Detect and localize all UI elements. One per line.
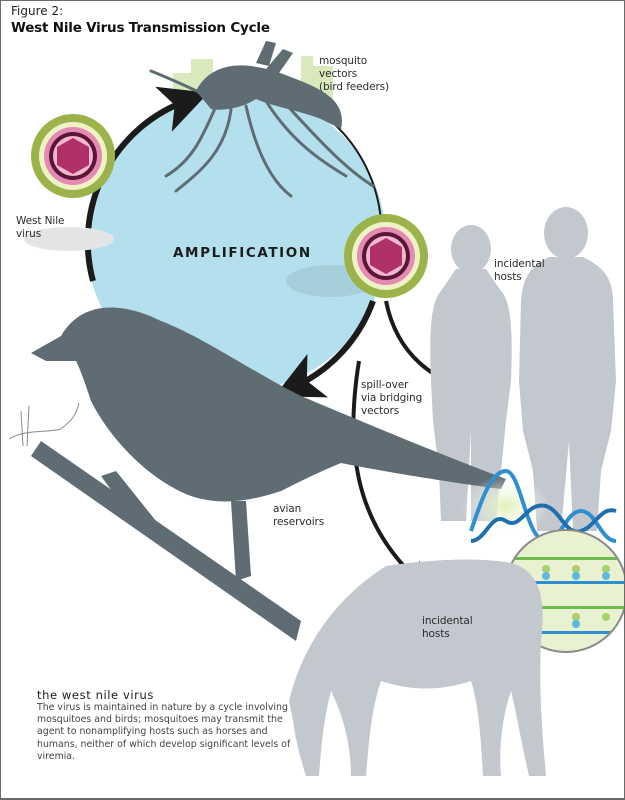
spillover-label: spill-over via bridging vectors [361, 379, 423, 417]
horse-incidental-hosts-label: incidental hosts [422, 615, 473, 640]
spillover-arrow-horse [351, 360, 433, 594]
amplification-circle [86, 91, 386, 391]
mosquito-vectors-label: mosquito vectors (bird feeders) [319, 55, 390, 93]
human-incidental-hosts-label: incidental hosts [494, 258, 545, 283]
mosquito-icon [149, 41, 375, 198]
amplification-label: AMPLIFICATION [173, 245, 312, 261]
caption-body: The virus is maintained in nature by a c… [37, 702, 291, 762]
avian-reservoirs-label: avian reservoirs [273, 503, 325, 528]
virus-particle-icon [31, 114, 115, 198]
cycle-arrow-virus-to-bird [274, 299, 376, 398]
cycle-arrow-mosquito-to-virus [330, 120, 382, 222]
virus-particle-icon-2 [286, 214, 428, 298]
horse-icon [289, 559, 546, 776]
bird-icon [31, 307, 506, 641]
caption-heading: the west nile virus [37, 688, 154, 702]
figure-number: Figure 2: [11, 4, 64, 18]
figure-title: West Nile Virus Transmission Cycle [11, 20, 270, 36]
west-nile-virus-label: West Nile virus [16, 215, 65, 240]
virus-shadow [24, 227, 114, 251]
artist-signature [8, 402, 80, 447]
